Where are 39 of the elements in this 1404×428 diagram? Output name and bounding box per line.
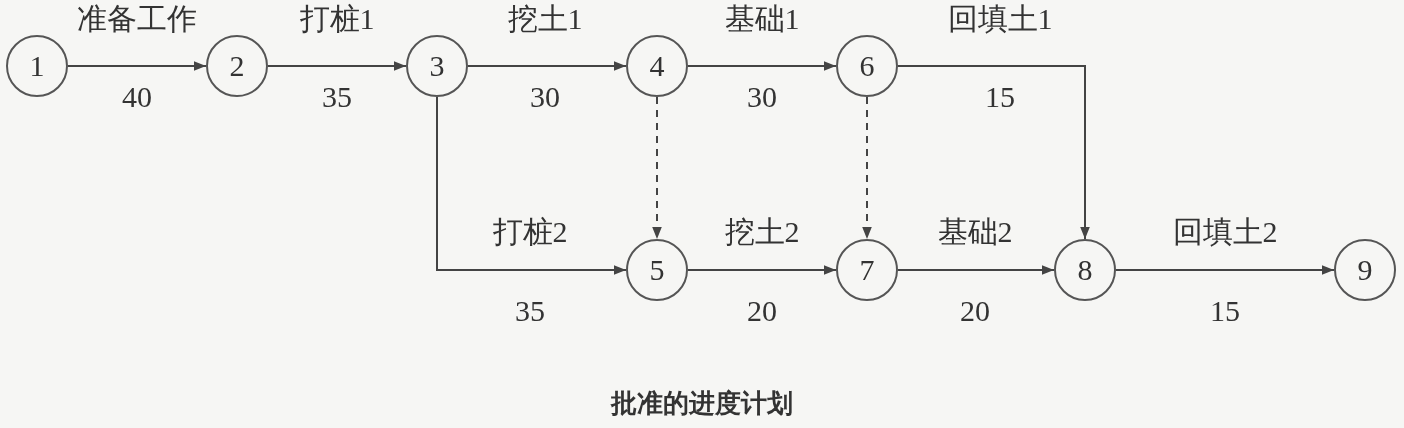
event-number: 2 (229, 51, 245, 81)
duration-label: 20 (960, 296, 990, 326)
activity-label: 回填土1 (947, 4, 1053, 34)
activity-label: 挖土2 (724, 217, 800, 247)
arrow (67, 61, 207, 71)
activity-label: 打桩1 (299, 4, 375, 34)
arrow (436, 96, 627, 275)
activity-label: 打桩2 (492, 217, 568, 247)
arrow (467, 61, 627, 71)
activity-label: 基础2 (937, 217, 1013, 247)
arrow (267, 61, 407, 71)
arrow (897, 65, 1090, 240)
event-number: 6 (859, 51, 875, 81)
event-number: 7 (859, 255, 875, 285)
duration-label: 15 (985, 82, 1015, 112)
duration-label: 20 (747, 296, 777, 326)
arrow (687, 265, 837, 275)
caption: 批准的进度计划 (611, 387, 793, 420)
event-number: 9 (1357, 255, 1373, 285)
duration-label: 30 (747, 82, 777, 112)
duration-label: 15 (1210, 296, 1240, 326)
activity-label: 回填土2 (1172, 217, 1278, 247)
arrow (652, 96, 662, 240)
duration-label: 35 (515, 296, 545, 326)
arrow (687, 61, 837, 71)
event-number: 1 (29, 51, 45, 81)
event-number: 3 (429, 51, 445, 81)
activity-label: 基础1 (724, 4, 800, 34)
duration-label: 40 (122, 82, 152, 112)
arrow (862, 96, 872, 240)
activity-label: 挖土1 (507, 4, 583, 34)
arrow (897, 265, 1055, 275)
event-number: 5 (649, 255, 665, 285)
arrow (1115, 265, 1335, 275)
event-number: 4 (649, 51, 665, 81)
duration-label: 35 (322, 82, 352, 112)
activity-label: 准备工作 (77, 4, 197, 34)
duration-label: 30 (530, 82, 560, 112)
event-number: 8 (1077, 255, 1093, 285)
